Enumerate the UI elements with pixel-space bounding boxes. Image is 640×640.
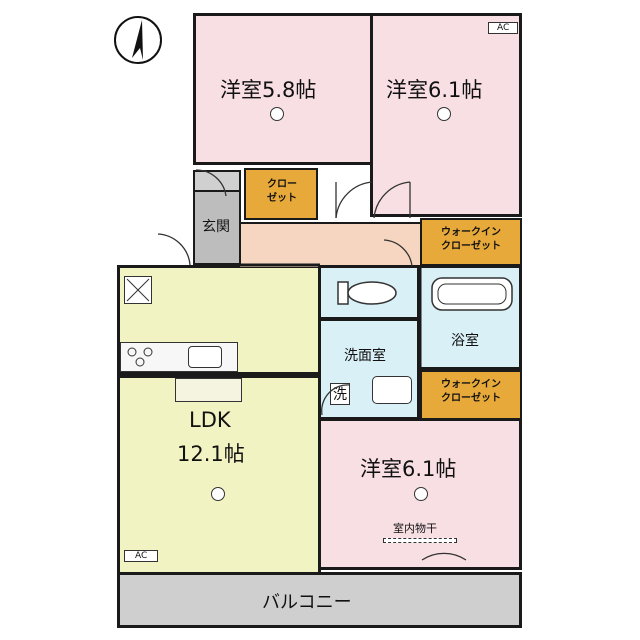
ceiling-light-icon [414, 487, 428, 501]
kitchen-divider [120, 372, 320, 378]
walk-in-closet-1-line2: クローゼット [441, 241, 501, 252]
western-room-2-label: 洋室6.1帖 [386, 78, 483, 102]
kitchen-peninsula [175, 378, 242, 402]
hallway [240, 222, 420, 267]
walk-in-closet-1-line1: ウォークイン [441, 227, 501, 238]
ac-top-label: AC [488, 22, 519, 34]
balcony-label: バルコニー [262, 592, 352, 613]
washroom-label: 洗面室 [344, 348, 386, 364]
washbasin-icon [372, 376, 412, 404]
exhaust-fan-icon [124, 276, 152, 304]
bath-label: 浴室 [451, 333, 479, 349]
western-room-1 [193, 13, 373, 165]
washer-mark: 洗 [330, 383, 350, 405]
closet [244, 168, 318, 220]
walk-in-closet-1-label: ウォークイン クローゼット [424, 226, 518, 254]
genkan-label: 玄関 [202, 219, 230, 235]
walk-in-closet-2-line2: クローゼット [441, 393, 501, 404]
closet-label: クロー ゼット [258, 178, 306, 206]
ldk-label: LDK [189, 408, 231, 432]
walk-in-closet-2-label: ウォークイン クローゼット [424, 378, 518, 406]
indoor-drying-bar [383, 538, 457, 543]
ceiling-light-icon [437, 107, 451, 121]
ac-ldk-label: AC [124, 550, 159, 562]
indoor-drying-label: 室内物干 [393, 522, 437, 535]
walk-in-closet-1 [420, 218, 522, 266]
sink-icon [188, 346, 222, 368]
walk-in-closet-2-line1: ウォークイン [441, 379, 501, 390]
bathtub-icon [431, 277, 513, 311]
north-arrow-icon [114, 16, 162, 64]
ceiling-light-icon [211, 487, 225, 501]
closet-label-line1: クロー [267, 179, 297, 190]
ldk-room [117, 265, 321, 575]
toilet-icon [337, 281, 397, 305]
ceiling-light-icon [270, 107, 284, 121]
western-room-1-label: 洋室5.8帖 [220, 78, 317, 102]
balcony [117, 572, 522, 628]
closet-label-line2: ゼット [267, 193, 297, 204]
walk-in-closet-2 [420, 370, 522, 420]
ldk-size-label: 12.1帖 [177, 442, 245, 466]
western-room-3-label: 洋室6.1帖 [360, 457, 457, 481]
stove-icon [124, 345, 162, 369]
genkan-step [193, 190, 241, 265]
